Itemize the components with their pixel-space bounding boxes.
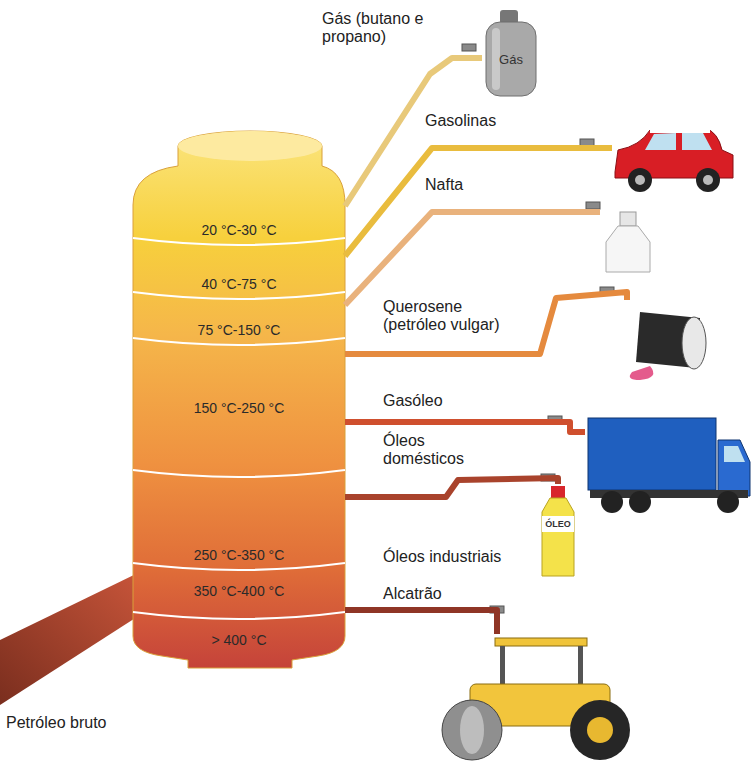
- road-roller: [442, 638, 630, 760]
- oil-body: [542, 498, 574, 576]
- kerosene-canister: [630, 312, 706, 380]
- truck-cab: [718, 440, 750, 496]
- product-label: Óleos domésticos: [383, 432, 487, 469]
- distillation-column: [133, 131, 345, 668]
- band-divider: [133, 563, 345, 570]
- car: [615, 127, 733, 192]
- roller-wheel: [570, 700, 630, 760]
- product-label: Querosene (petróleo vulgar): [383, 298, 515, 335]
- icon-label: Gás: [499, 53, 523, 68]
- product-icon: Querosene (petróleo vulgar): [615, 300, 713, 384]
- temperature-label: > 400 °C: [211, 632, 266, 648]
- temperature-band: 20 °C-30 °C: [133, 160, 345, 238]
- temperature-band: 350 °C-400 °C: [133, 570, 345, 612]
- product-label: Gasóleo: [383, 392, 443, 410]
- temperature-label: 75 °C-150 °C: [198, 322, 281, 338]
- pipe: [345, 478, 558, 497]
- oil-bottle: [542, 486, 574, 576]
- truck-wheel: [629, 491, 651, 513]
- kerosene-spill: [630, 366, 654, 380]
- band-dividers: [133, 238, 345, 619]
- band-divider: [133, 612, 345, 619]
- tap: [580, 139, 594, 146]
- cylinder-shine: [492, 28, 500, 90]
- product-label: Gás (butano e propano): [322, 10, 424, 47]
- truck-wheel: [717, 491, 739, 513]
- temperature-band: > 400 °C: [133, 620, 345, 660]
- roller-hub: [587, 717, 613, 743]
- pipe: [345, 58, 482, 206]
- label: Óleos industriais: [383, 548, 501, 566]
- pipe: [345, 292, 627, 354]
- icon-label: ÓLEO: [545, 519, 571, 529]
- roller-post: [578, 646, 583, 686]
- product-icon: Gás (butano e propano)Gás: [482, 8, 540, 98]
- pipe: [345, 422, 585, 432]
- product-icon: Gasóleo: [585, 414, 753, 514]
- car-wheel: [628, 168, 652, 192]
- tap: [586, 202, 600, 209]
- car-window: [645, 133, 712, 150]
- oil-cap: [551, 486, 565, 498]
- product-icon: Alcatrão: [440, 634, 640, 762]
- pipe: [345, 148, 612, 256]
- label: Petróleo bruto: [6, 714, 107, 732]
- temperature-label: 350 °C-400 °C: [194, 583, 285, 599]
- product-icon: Gasolinas: [612, 124, 736, 194]
- temperature-band: 75 °C-150 °C: [133, 299, 345, 338]
- temperature-label: 250 °C-350 °C: [194, 547, 285, 563]
- canister-end: [682, 317, 706, 369]
- truck: [588, 418, 750, 513]
- bottle-cap: [620, 212, 636, 226]
- truck-window: [724, 446, 745, 462]
- band-divider: [133, 292, 345, 299]
- product-label: Alcatrão: [383, 585, 442, 603]
- band-divider: [133, 338, 345, 345]
- car-hub: [635, 175, 645, 185]
- car-roof: [650, 127, 710, 133]
- roller-drum-end: [460, 706, 484, 754]
- roller-post: [500, 646, 505, 686]
- car-hub: [703, 175, 713, 185]
- temperature-label: 150 °C-250 °C: [194, 400, 285, 416]
- temperature-label: 40 °C-75 °C: [201, 276, 276, 292]
- band-divider: [133, 238, 345, 245]
- car-wheel: [696, 168, 720, 192]
- product-icon: Nafta: [600, 208, 656, 276]
- truck-container: [588, 418, 716, 490]
- temperature-label: 20 °C-30 °C: [201, 222, 276, 238]
- crude-pipe: [0, 572, 140, 705]
- truck-wheel: [601, 491, 623, 513]
- band-divider: [133, 470, 345, 477]
- pipe: [345, 610, 497, 634]
- naphtha-bottle: [606, 212, 650, 272]
- bottle-body: [606, 226, 650, 272]
- temperature-band: 40 °C-75 °C: [133, 245, 345, 292]
- oil-tag: [542, 516, 574, 532]
- roller-drum: [442, 700, 502, 760]
- product-label: Nafta: [425, 176, 463, 194]
- product-label: Gasolinas: [425, 112, 496, 130]
- temperature-band: 250 °C-350 °C: [133, 477, 345, 563]
- pipe: [345, 212, 600, 305]
- tap: [462, 44, 476, 51]
- roller-roof: [495, 638, 587, 646]
- product-icon: Óleos domésticosÓLEO: [538, 484, 578, 578]
- temperature-band: 150 °C-250 °C: [133, 345, 345, 470]
- cylinder-body: [486, 22, 536, 96]
- gas-cylinder: [486, 10, 536, 96]
- column-top: [178, 131, 322, 161]
